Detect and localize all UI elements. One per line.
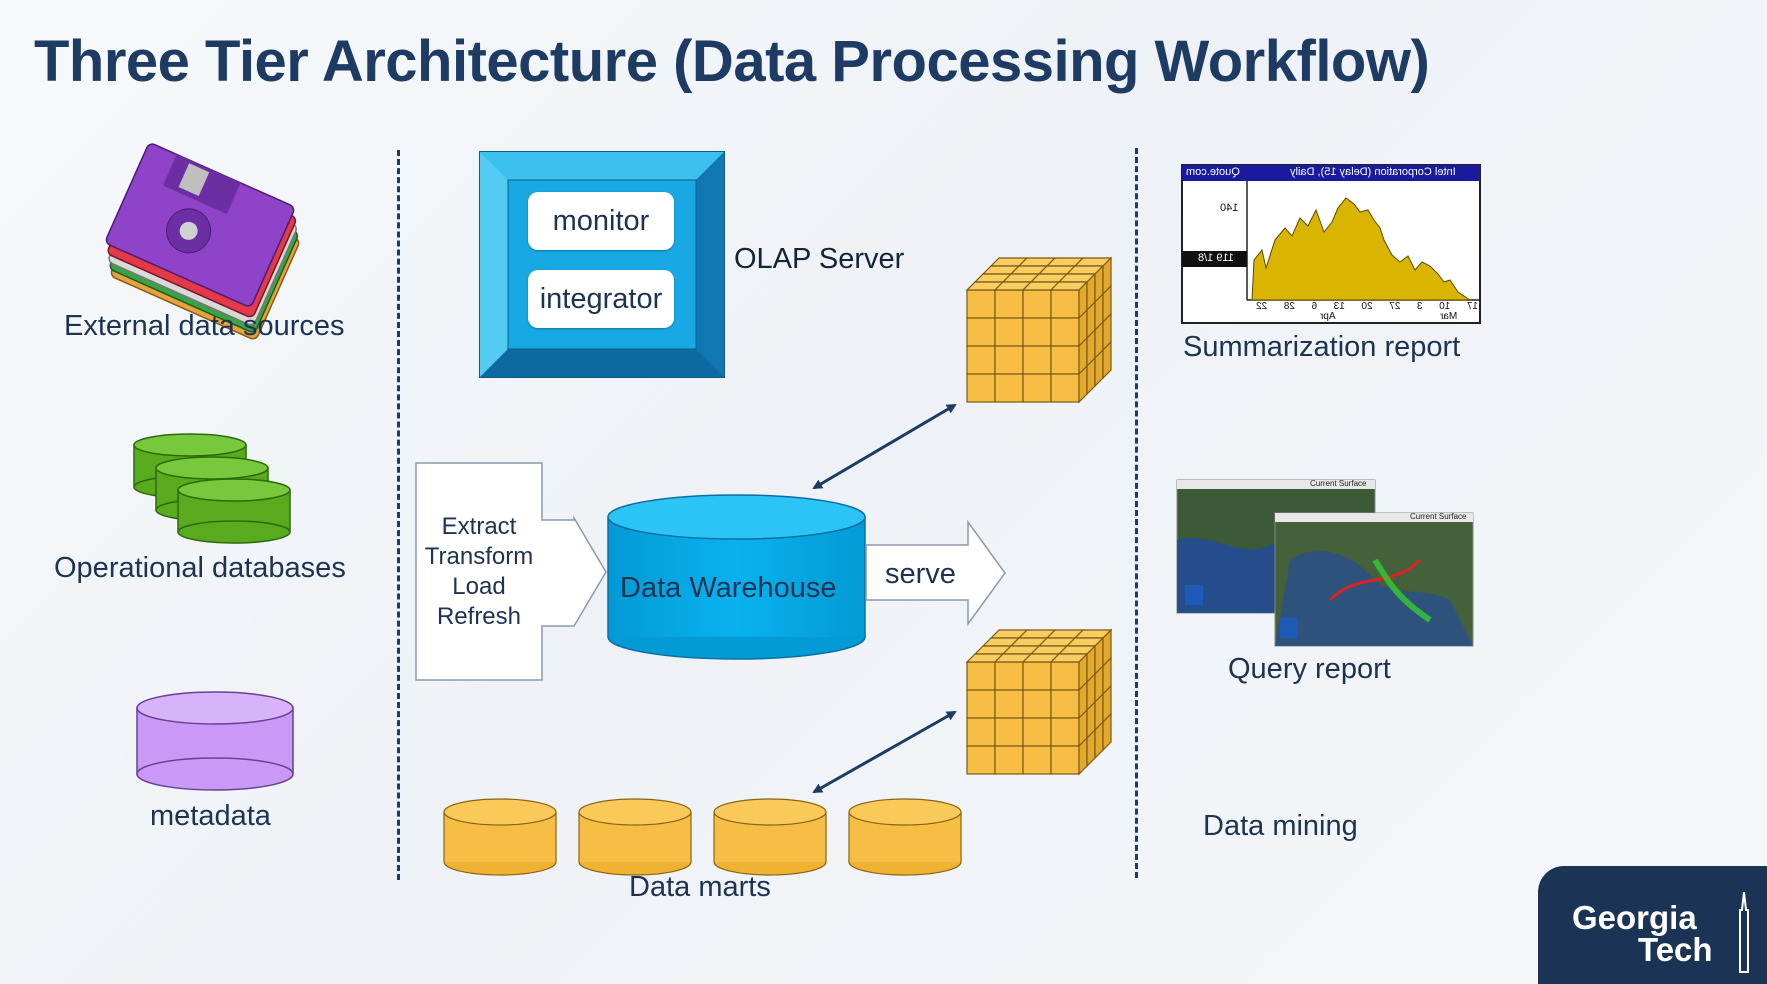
chart-x-tick: 20	[1361, 301, 1373, 312]
serve-label: serve	[885, 558, 956, 590]
chart-header-left: Intel Corporation (Delay 15), Daily	[1290, 166, 1456, 178]
chart-x-tick: 28	[1283, 301, 1295, 312]
query-report-label: Query report	[1228, 653, 1391, 685]
warehouse-cube-arrow	[812, 403, 957, 490]
tier-divider-left	[397, 150, 400, 880]
georgia-tech-logo: Georgia Tech	[1538, 866, 1767, 984]
weather-caption-1: Current Surface	[1310, 479, 1367, 488]
floppy-disks-icon	[105, 143, 300, 340]
olap-cube-bottom	[965, 628, 1113, 776]
chart-x-tick: 27	[1389, 301, 1401, 312]
olap-cube-top	[965, 256, 1113, 404]
data-warehouse-label: Data Warehouse	[620, 572, 837, 604]
etl-text: Extract Transform Load Refresh	[416, 512, 542, 632]
etl-extract: Extract	[441, 513, 517, 540]
operational-databases-label: Operational databases	[54, 552, 346, 584]
chart-y-top: 140	[1220, 202, 1239, 214]
monitor-box: monitor	[528, 192, 674, 250]
datamarts-cube-arrow	[812, 710, 957, 794]
chart-y-mark: 119 1/8	[1198, 252, 1234, 264]
tier-divider-right	[1135, 148, 1138, 878]
summarization-report-label: Summarization report	[1183, 331, 1461, 363]
chart-x-tick: 6	[1311, 301, 1318, 312]
metadata-label: metadata	[150, 800, 271, 832]
data-mart-cylinder	[713, 798, 827, 876]
serve-arrow-shape	[865, 519, 1006, 627]
olap-server-box	[479, 151, 725, 378]
tower-icon	[1739, 892, 1749, 973]
chart-x-tick: 22	[1256, 301, 1268, 312]
data-marts-icon	[443, 798, 962, 876]
data-mart-cylinder	[848, 798, 962, 876]
chart-month-mar: Mar	[1440, 311, 1458, 322]
chart-x-tick: 17	[1466, 301, 1478, 312]
olap-server-label: OLAP Server	[734, 243, 905, 275]
logo-line-2: Tech	[1638, 931, 1713, 968]
metadata-icon	[136, 691, 294, 791]
integrator-box: integrator	[528, 270, 674, 328]
etl-refresh: Refresh	[436, 603, 522, 630]
query-report-maps	[1176, 479, 1474, 647]
slide-title: Three Tier Architecture (Data Processing…	[34, 29, 1430, 94]
data-mart-cylinder	[578, 798, 692, 876]
external-data-sources-label: External data sources	[64, 310, 345, 342]
summarization-chart-image	[1181, 164, 1481, 324]
data-marts-label: Data marts	[629, 871, 771, 903]
data-mart-cylinder	[443, 798, 557, 876]
etl-transform: Transform	[424, 543, 534, 570]
operational-databases-icon	[133, 433, 291, 544]
etl-load: Load	[452, 573, 506, 600]
logo-line-1: Georgia	[1572, 899, 1697, 936]
data-warehouse-cylinder	[607, 494, 866, 660]
chart-x-tick: 3	[1416, 301, 1423, 312]
chart-month-apr: Apr	[1320, 311, 1336, 322]
etl-arrow-shape	[415, 462, 607, 681]
weather-caption-2: Current Surface	[1410, 512, 1467, 521]
data-mining-label: Data mining	[1203, 810, 1358, 842]
chart-header-right: Quote.com	[1186, 166, 1240, 178]
